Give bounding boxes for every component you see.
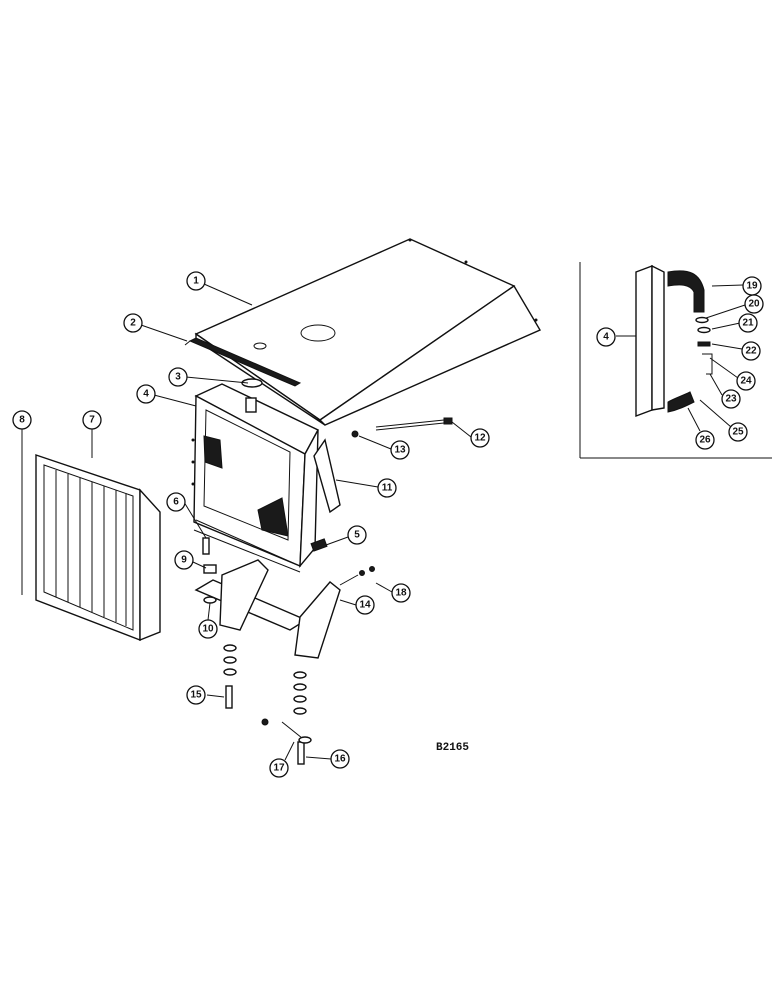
callout-11-label: 11 xyxy=(382,483,393,494)
callout-5: 5 xyxy=(347,525,367,545)
callout-14-label: 14 xyxy=(359,600,371,611)
callout-22-label: 22 xyxy=(745,346,757,357)
grille xyxy=(35,454,161,642)
callout-21: 21 xyxy=(738,313,758,333)
bolt-18 xyxy=(339,566,375,586)
callout-17: 17 xyxy=(269,758,289,778)
callout-19-label: 19 xyxy=(746,281,758,292)
callout-24: 24 xyxy=(736,371,756,391)
mounting-bracket xyxy=(194,559,341,659)
callout-16: 16 xyxy=(330,749,350,769)
callout-20: 20 xyxy=(744,294,764,314)
callout-13: 13 xyxy=(390,440,410,460)
callout-7-label: 7 xyxy=(89,415,95,426)
callout-4: 4 xyxy=(136,384,156,404)
nut xyxy=(203,564,217,574)
callout-15-label: 15 xyxy=(190,690,202,701)
radiator xyxy=(191,383,319,573)
callout-22: 22 xyxy=(741,341,761,361)
callout-19: 19 xyxy=(742,276,762,296)
callout-23-label: 23 xyxy=(725,394,737,405)
callout-14: 14 xyxy=(355,595,375,615)
drawing-code: B2165 xyxy=(436,742,469,754)
callout-16-label: 16 xyxy=(334,754,346,765)
drain-plug xyxy=(310,538,328,552)
callout-12-label: 12 xyxy=(474,433,486,444)
callout-10: 10 xyxy=(198,619,218,639)
nut-17 xyxy=(261,718,269,726)
callout-4-label: 4 xyxy=(143,389,149,400)
callout-12: 12 xyxy=(470,428,490,448)
callout-4-inset-label: 4 xyxy=(603,332,609,343)
bolt-17 xyxy=(281,721,312,744)
callout-9: 9 xyxy=(174,550,194,570)
callout-5-label: 5 xyxy=(354,530,360,541)
callout-8-label: 8 xyxy=(19,415,25,426)
callout-6-label: 6 xyxy=(173,497,179,508)
washer-stacks xyxy=(203,596,307,715)
callout-18-label: 18 xyxy=(395,588,407,599)
bolt-15 xyxy=(225,685,233,709)
bolt-16 xyxy=(297,741,305,765)
callout-15: 15 xyxy=(186,685,206,705)
callout-23: 23 xyxy=(721,389,741,409)
inset-detail xyxy=(579,262,772,459)
callout-11: 11 xyxy=(377,478,397,498)
callout-2: 2 xyxy=(123,313,143,333)
callout-10-label: 10 xyxy=(202,624,214,635)
stud xyxy=(202,537,210,555)
callout-3: 3 xyxy=(168,367,188,387)
baffle xyxy=(313,438,341,514)
callout-7: 7 xyxy=(82,410,102,430)
callout-17-label: 17 xyxy=(273,763,285,774)
callout-26: 26 xyxy=(695,430,715,450)
callout-25: 25 xyxy=(728,422,748,442)
hood-strip xyxy=(184,337,302,387)
radiator-cap xyxy=(241,378,263,388)
callout-26-label: 26 xyxy=(699,435,711,446)
callout-13-label: 13 xyxy=(394,445,406,456)
callout-1: 1 xyxy=(186,271,206,291)
callout-8: 8 xyxy=(12,410,32,430)
callout-25-label: 25 xyxy=(732,427,744,438)
callout-21-label: 21 xyxy=(742,318,754,329)
callout-4-inset: 4 xyxy=(596,327,616,347)
callout-9-label: 9 xyxy=(181,555,187,566)
callout-3-label: 3 xyxy=(175,372,181,383)
leader-lines xyxy=(21,283,746,761)
callout-20-label: 20 xyxy=(748,299,760,310)
callout-2-label: 2 xyxy=(130,318,136,329)
tie-rod xyxy=(375,417,453,431)
callout-24-label: 24 xyxy=(740,376,752,387)
callout-6: 6 xyxy=(166,492,186,512)
nut-13 xyxy=(351,430,359,438)
callout-18: 18 xyxy=(391,583,411,603)
callout-1-label: 1 xyxy=(193,276,199,287)
